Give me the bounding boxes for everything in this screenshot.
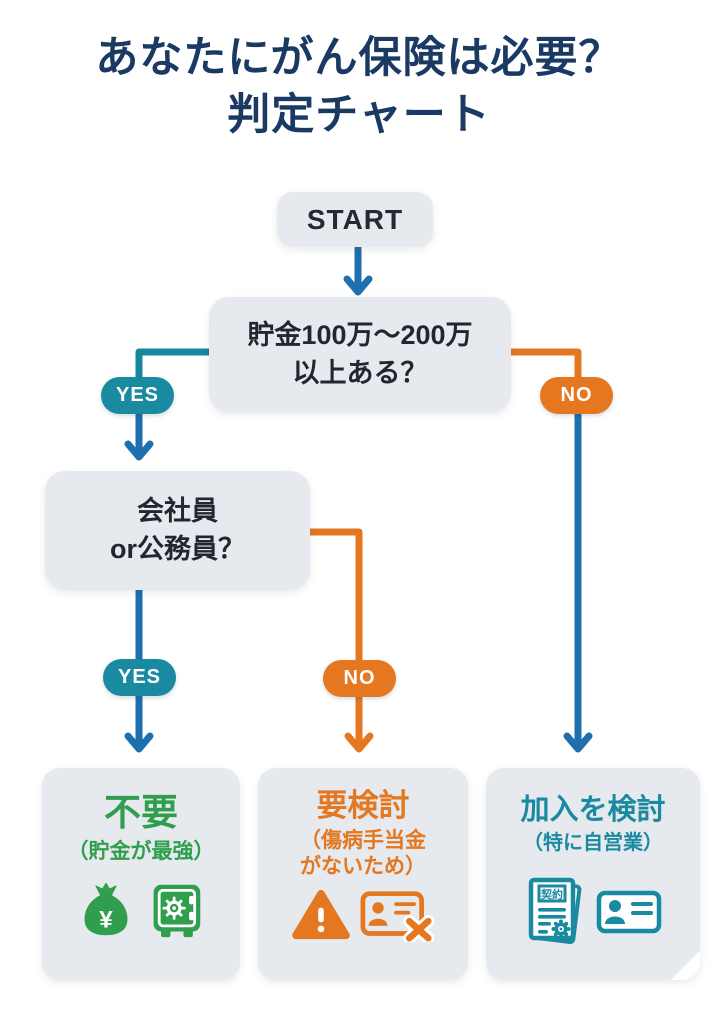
badge-yes-q2: YES <box>103 659 176 696</box>
result-consider-node: 要検討 （傷病手当金 がないため） <box>258 768 468 980</box>
result-join-subtitle-line1: （特に自営業） <box>523 832 663 855</box>
result-not-needed-icons: ¥ <box>78 881 204 939</box>
page-title: あなたにがん保険は必要？ 判定チャート <box>0 30 718 144</box>
line-q1-to-yes1 <box>135 348 215 386</box>
safe-icon <box>153 884 201 937</box>
question-employment-node: 会社員 or公務員？ <box>45 471 310 590</box>
id-card-x-icon <box>360 891 434 943</box>
arrow-no1-to-result3 <box>563 392 593 753</box>
result-consider-subtitle-line2: がないため） <box>300 854 426 878</box>
arrow-start-to-q1 <box>343 244 373 296</box>
badge-no-q1: NO <box>540 377 613 414</box>
question-savings-node: 貯金100万〜200万 以上ある？ <box>209 297 511 412</box>
question-employment-line1: 会社員 <box>137 495 218 526</box>
start-label: START <box>306 203 404 235</box>
result-not-needed-subtitle-line1: （貯金が最強） <box>67 839 215 863</box>
result-not-needed-title: 不要 <box>104 792 178 833</box>
result-join-node: 加入を検討 （特に自営業） 契約 <box>486 768 700 980</box>
start-node: START <box>277 192 433 247</box>
page-title-line1: あなたにがん保険は必要？ <box>95 34 623 82</box>
question-employment-text: 会社員 or公務員？ <box>110 493 245 569</box>
badge-no-q2: NO <box>323 660 396 697</box>
question-savings-text: 貯金100万〜200万 以上ある？ <box>247 317 472 393</box>
contract-label: 契約 <box>540 887 563 901</box>
id-card-icon <box>596 891 662 934</box>
result-consider-title: 要検討 <box>316 788 410 823</box>
result-not-needed-subtitle: （貯金が最強） <box>68 839 215 865</box>
contract-icon: 契約 <box>528 878 582 945</box>
result-consider-icons <box>292 888 434 943</box>
result-not-needed-node: 不要 （貯金が最強） ¥ <box>42 768 240 980</box>
question-employment-line2: or公務員？ <box>110 533 245 564</box>
line-q1-to-no1 <box>505 348 582 386</box>
question-savings-line2: 以上ある？ <box>292 357 428 388</box>
money-bag-icon: ¥ <box>84 882 128 935</box>
page-title-line2: 判定チャート <box>227 90 491 139</box>
badge-yes-q1: YES <box>101 377 174 414</box>
money-bag-symbol: ¥ <box>99 907 113 934</box>
result-consider-subtitle-line1: （傷病手当金 <box>300 828 426 852</box>
result-join-icons: 契約 <box>524 876 662 948</box>
warning-icon <box>292 890 350 940</box>
question-savings-line1: 貯金100万〜200万 <box>247 319 473 350</box>
arrow-no2-to-result2 <box>304 528 374 753</box>
result-consider-subtitle: （傷病手当金 がないため） <box>300 828 426 881</box>
result-join-subtitle: （特に自営業） <box>523 831 663 856</box>
result-join-title: 加入を検討 <box>520 794 666 826</box>
